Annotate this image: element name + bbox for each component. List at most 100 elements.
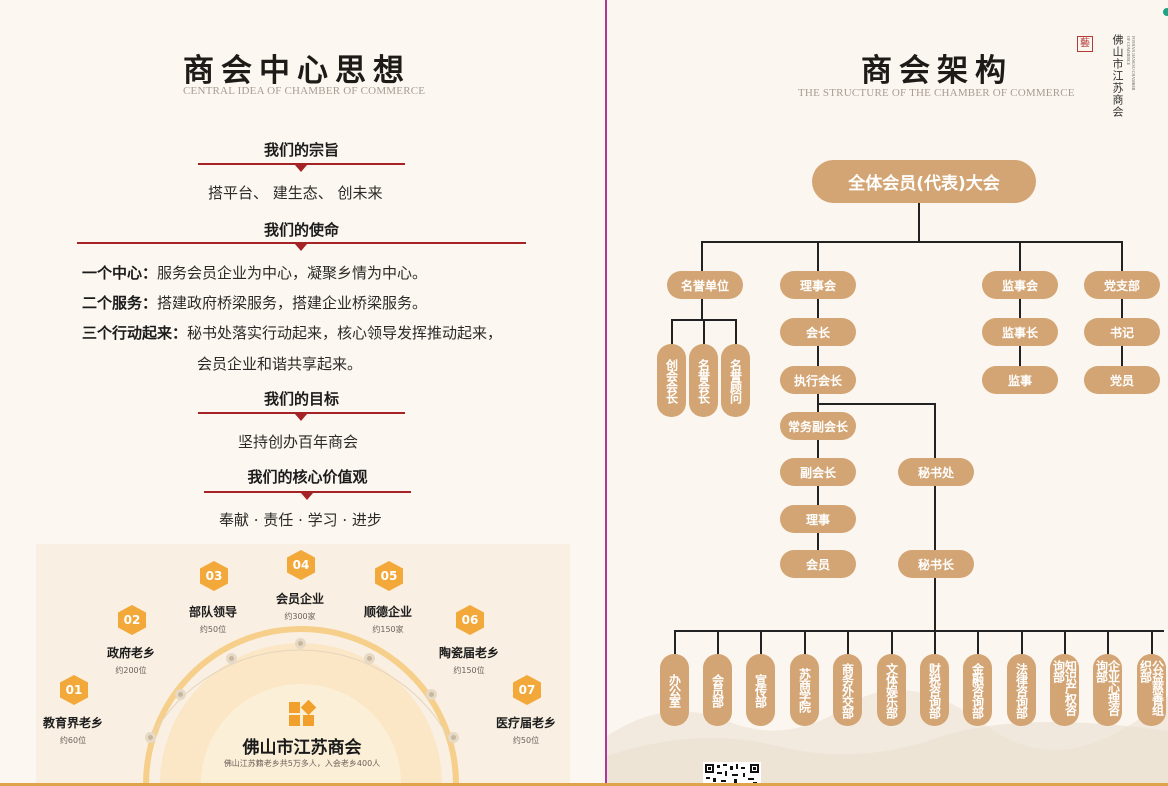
mission-item-3: 三个行动起来：秘书处落实行动起来，核心领导发挥推动起来， bbox=[82, 324, 503, 342]
org-node-council: 理事会 bbox=[780, 271, 856, 299]
connector-line bbox=[1021, 630, 1023, 655]
mission-item-2: 二个服务：搭建政府桥梁服务，搭建企业桥梁服务。 bbox=[82, 294, 428, 312]
connector-line bbox=[847, 630, 849, 655]
category-label-01: 教育界老乡 bbox=[42, 716, 104, 730]
org-node-member: 会员 bbox=[780, 550, 856, 578]
purpose-text: 搭平台、 建生态、 创未来 bbox=[208, 184, 383, 202]
dept-office: 办公室 bbox=[660, 654, 689, 726]
arc-dot bbox=[295, 638, 306, 649]
arc-dot bbox=[175, 689, 186, 700]
structure-subtitle: THE STRUCTURE OF THE CHAMBER OF COMMERCE bbox=[798, 87, 1075, 99]
dept-psychology-consulting: 企业心理咨询部 bbox=[1093, 654, 1122, 726]
purpose-rule bbox=[198, 163, 405, 165]
category-count-06: 约150位 bbox=[453, 666, 485, 675]
dept-business-academy: 苏商学院 bbox=[790, 654, 819, 726]
category-count-05: 约150家 bbox=[372, 625, 404, 634]
goal-text: 坚持创办百年商会 bbox=[238, 433, 359, 451]
connector-line bbox=[701, 299, 703, 319]
mission-item-1: 一个中心：服务会员企业为中心，凝聚乡情为中心。 bbox=[82, 264, 428, 282]
dept-culture-sports: 文体娱乐部 bbox=[877, 654, 906, 726]
values-text: 奉献 · 责任 · 学习 · 进步 bbox=[219, 511, 382, 529]
org-node-party-branch: 党支部 bbox=[1084, 271, 1160, 299]
category-count-04: 约300家 bbox=[284, 612, 316, 621]
category-count-03: 约50位 bbox=[199, 625, 227, 634]
mission-item-3-continuation: 会员企业和谐共享起来。 bbox=[197, 355, 363, 373]
org-node-honor-units: 名誉单位 bbox=[667, 271, 743, 299]
org-node-executive-president: 执行会长 bbox=[780, 366, 856, 394]
dept-finance-consulting: 金融咨询部 bbox=[963, 654, 992, 726]
chamber-logo-icon bbox=[289, 700, 317, 726]
connector-line bbox=[934, 403, 936, 459]
connector-line bbox=[701, 241, 703, 271]
org-node-vice-president: 副会长 bbox=[780, 458, 856, 486]
values-rule bbox=[204, 491, 411, 493]
arc-dot bbox=[145, 732, 156, 743]
dept-legal-consulting: 法律咨询部 bbox=[1007, 654, 1036, 726]
org-node-party-member: 党员 bbox=[1084, 366, 1160, 394]
org-node-founding-president: 创会会长 bbox=[657, 344, 686, 417]
hex-badge-07: 07 bbox=[513, 675, 541, 705]
page-divider bbox=[605, 0, 607, 786]
connector-line bbox=[918, 203, 920, 242]
dept-membership: 会员部 bbox=[703, 654, 732, 726]
arc-dot bbox=[226, 653, 237, 664]
org-root-assembly: 全体会员(代表)大会 bbox=[812, 160, 1036, 203]
values-heading: 我们的核心价值观 bbox=[247, 468, 368, 486]
member-composition-graphic: 佛山市江苏商会 佛山江苏籍老乡共5万多人，入会老乡400人 01 教育界老乡 约… bbox=[36, 544, 570, 784]
central-idea-title: 商会中心思想 bbox=[183, 53, 411, 89]
purpose-marker-icon bbox=[295, 165, 307, 172]
structure-title: 商会架构 bbox=[861, 53, 1013, 89]
connector-line bbox=[1121, 241, 1123, 271]
brand-vertical: 佛山市江苏商会 bbox=[1111, 34, 1124, 118]
category-label-03: 部队领导 bbox=[188, 605, 238, 619]
connector-line bbox=[671, 319, 673, 344]
org-node-honorary-president: 名誉会长 bbox=[689, 344, 718, 417]
arc-dot bbox=[448, 732, 459, 743]
connector-line bbox=[934, 630, 936, 655]
category-label-05: 顺德企业 bbox=[363, 605, 413, 619]
connector-line bbox=[735, 319, 737, 344]
org-node-honorary-advisor: 名誉顾问 bbox=[721, 344, 750, 417]
connector-line bbox=[1107, 630, 1109, 655]
dept-tax-consulting: 财税咨询部 bbox=[920, 654, 949, 726]
connector-line bbox=[934, 486, 936, 550]
arc-background bbox=[143, 626, 459, 784]
dept-charity: 公益慈善组织部 bbox=[1137, 654, 1166, 726]
dept-business-diplomacy: 商务外交部 bbox=[833, 654, 862, 726]
category-label-07: 医疗届老乡 bbox=[495, 716, 557, 730]
purpose-heading: 我们的宗旨 bbox=[263, 141, 339, 159]
connector-line bbox=[703, 319, 705, 344]
brand-vertical-en: FOSHAN JIANGSU CHAMBER OF COMMERCE bbox=[1126, 36, 1136, 91]
category-label-04: 会员企业 bbox=[275, 592, 325, 606]
values-marker-icon bbox=[301, 493, 313, 500]
corner-dot bbox=[1163, 8, 1168, 16]
category-label-06: 陶瓷届老乡 bbox=[438, 646, 500, 660]
connector-line bbox=[891, 630, 893, 655]
mission-heading: 我们的使命 bbox=[263, 221, 339, 239]
org-node-president: 会长 bbox=[780, 318, 856, 346]
connector-line bbox=[1064, 630, 1066, 655]
left-page: 商会中心思想 CENTRAL IDEA OF CHAMBER OF COMMER… bbox=[36, 53, 570, 784]
seal-stamp-icon: 藝 bbox=[1077, 36, 1093, 52]
mission-marker-icon bbox=[295, 244, 307, 251]
connector-line bbox=[674, 630, 1164, 632]
arc-center-subtitle: 佛山江苏籍老乡共5万多人，入会老乡400人 bbox=[223, 759, 381, 768]
qr-code-icon bbox=[703, 762, 761, 786]
connector-line bbox=[1151, 630, 1153, 655]
bottom-border bbox=[0, 783, 1168, 786]
central-idea-subtitle: CENTRAL IDEA OF CHAMBER OF COMMERCE bbox=[183, 85, 426, 97]
arc-center-title: 佛山市江苏商会 bbox=[242, 738, 362, 758]
dept-publicity: 宣传部 bbox=[746, 654, 775, 726]
connector-line bbox=[817, 403, 936, 405]
goal-heading: 我们的目标 bbox=[263, 390, 339, 408]
connector-line bbox=[760, 630, 762, 655]
arc-dot bbox=[364, 653, 375, 664]
connector-line bbox=[717, 630, 719, 655]
org-node-executive-vice-president: 常务副会长 bbox=[780, 412, 856, 440]
connector-line bbox=[674, 630, 676, 655]
connector-line bbox=[934, 577, 936, 631]
org-node-party-secretary: 书记 bbox=[1084, 318, 1160, 346]
org-node-supervisory-board: 监事会 bbox=[982, 271, 1058, 299]
goal-rule bbox=[198, 412, 405, 414]
org-node-chief-supervisor: 监事长 bbox=[982, 318, 1058, 346]
